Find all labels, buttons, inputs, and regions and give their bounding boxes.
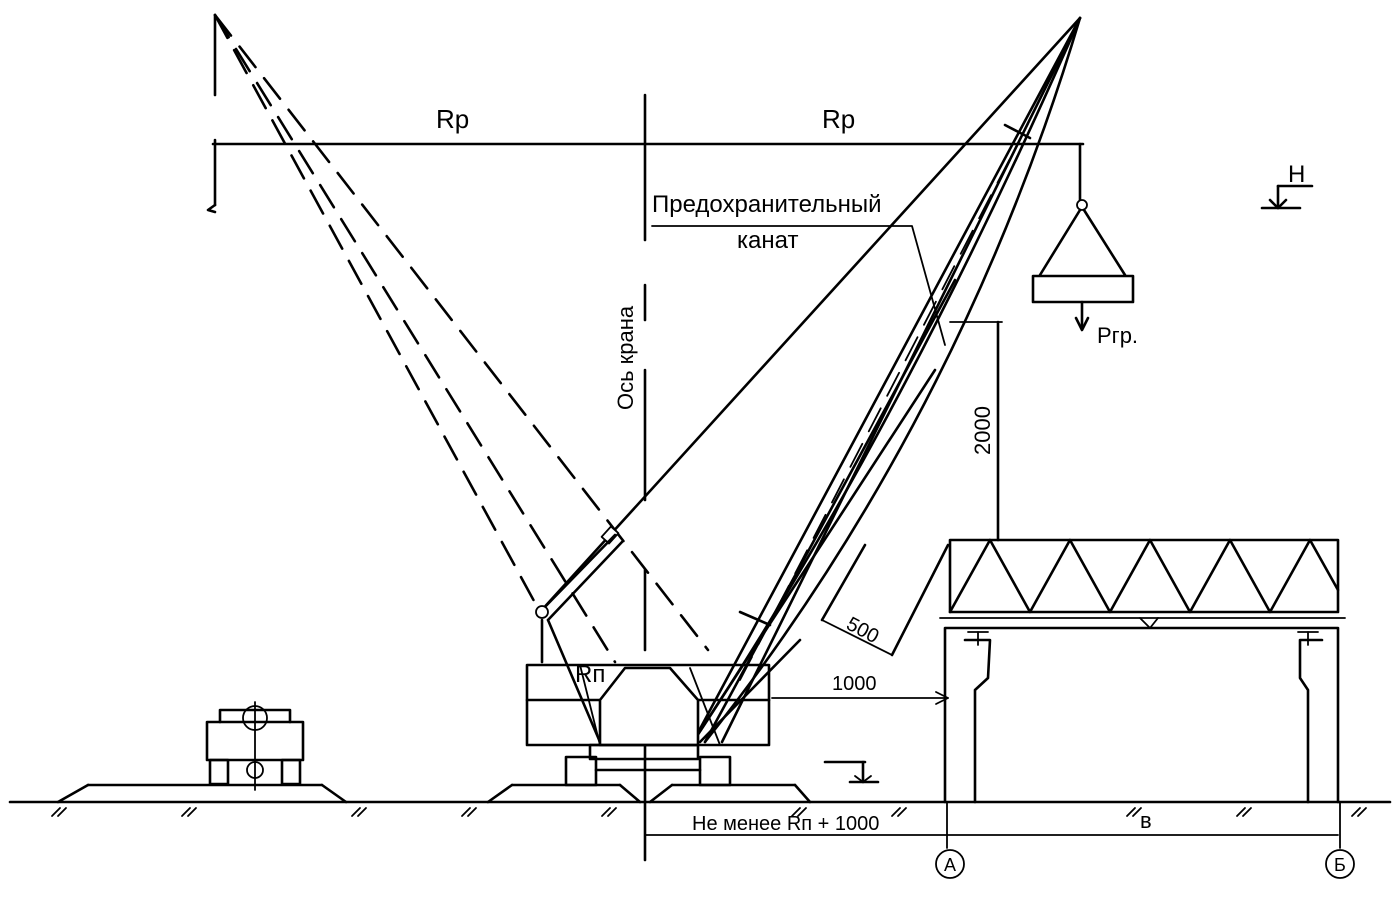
dim-500-label: 500 bbox=[843, 613, 883, 648]
dim-2000 bbox=[949, 320, 1003, 542]
span-b-label: в bbox=[1140, 808, 1152, 833]
crane-axis-label: Ось крана bbox=[613, 305, 638, 410]
height-mark bbox=[1260, 184, 1314, 210]
rp-right-label: Rp bbox=[822, 104, 855, 134]
hook-and-load bbox=[1031, 142, 1135, 332]
bottom-dimensions bbox=[644, 801, 1355, 879]
building-columns bbox=[943, 626, 1340, 804]
safety-rope-label-line2: канат bbox=[737, 227, 798, 254]
load-weight-label: Ргр. bbox=[1097, 323, 1138, 348]
ground bbox=[8, 800, 1392, 817]
dim-500 bbox=[821, 543, 950, 657]
dim-2000-label: 2000 bbox=[970, 406, 995, 455]
building-truss bbox=[939, 538, 1346, 629]
min-distance-label: Не менее Rп + 1000 bbox=[692, 813, 879, 835]
crane-body bbox=[486, 663, 812, 804]
axis-b-label: Б bbox=[1334, 855, 1346, 875]
axis-a-label: А bbox=[944, 855, 956, 875]
rn-label: Rп bbox=[575, 661, 605, 688]
rp-dimension bbox=[206, 13, 1085, 214]
height-mark-label: H bbox=[1288, 161, 1305, 188]
rp-left-label: Rp bbox=[436, 104, 469, 134]
level-mark bbox=[823, 760, 880, 784]
boom-alternate-position bbox=[213, 13, 710, 664]
dim-1000 bbox=[771, 691, 949, 705]
safety-rope-label-line1: Предохранительный bbox=[652, 191, 882, 218]
truck bbox=[56, 701, 348, 804]
safety-rope bbox=[535, 16, 1082, 744]
dim-1000-label: 1000 bbox=[832, 673, 877, 695]
crane-boom bbox=[691, 16, 1082, 744]
